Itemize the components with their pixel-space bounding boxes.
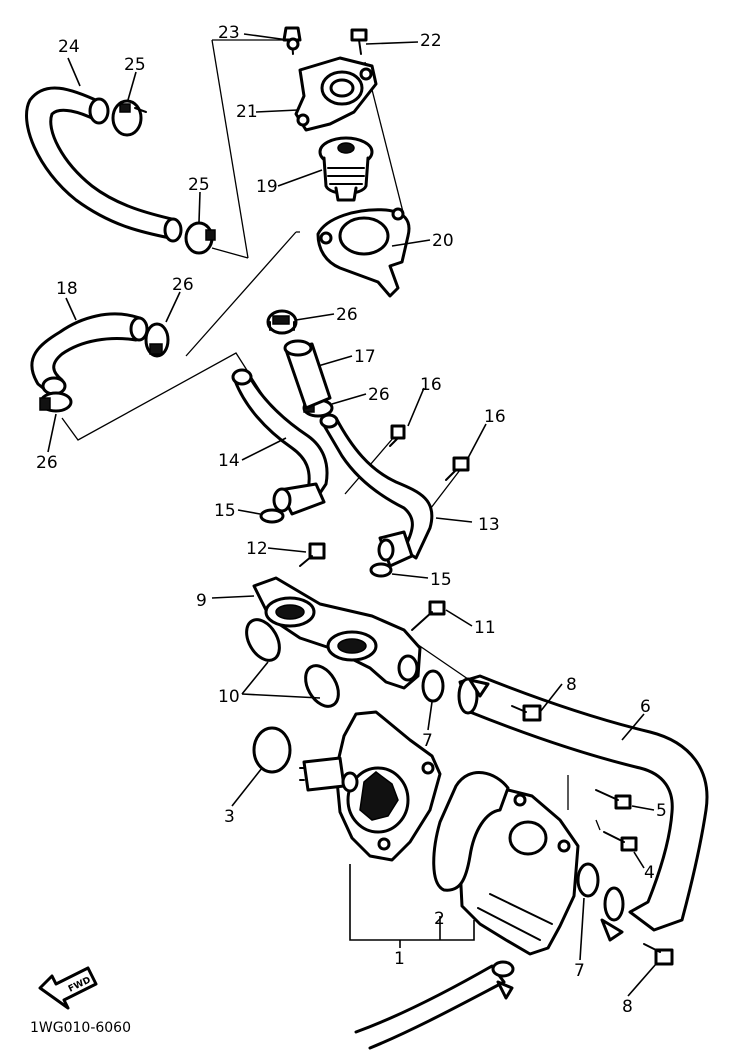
part-8-bolt-b [643, 943, 674, 966]
part-26-clamp-c [266, 309, 298, 335]
callout-20: 20 [432, 231, 454, 251]
callout-15b: 15 [430, 570, 452, 590]
callout-13: 13 [478, 515, 500, 535]
part-13-pipe [319, 413, 434, 568]
part-3-oring [252, 726, 292, 774]
callout-labels: 23 22 21 19 20 24 25 25 26 18 26 26 17 2… [36, 23, 667, 1017]
callout-22: 22 [420, 31, 442, 51]
diagram-code: 1WG010-6060 [30, 1020, 131, 1036]
callout-leader-lines [47, 33, 657, 997]
callout-7b: 7 [574, 961, 585, 981]
part-19-thermostat [318, 136, 374, 202]
callout-9: 9 [196, 591, 207, 611]
callout-26b: 26 [36, 453, 58, 473]
callout-26a: 26 [172, 275, 194, 295]
part-1-water-pump-housing [458, 788, 580, 956]
part-14-pipe [231, 368, 329, 516]
part-26-clamp-b [39, 391, 73, 413]
part-5-bolt [595, 789, 632, 810]
callout-24: 24 [58, 37, 80, 57]
callout-14: 14 [218, 451, 240, 471]
forward-arrow-icon: FWD [38, 966, 98, 1010]
callout-15a: 15 [214, 501, 236, 521]
callout-8a: 8 [566, 675, 577, 695]
part-10-oring-a [245, 618, 281, 662]
part-10-oring-b [304, 664, 340, 708]
callout-5: 5 [656, 801, 667, 821]
callout-1: 1 [394, 949, 405, 969]
callout-11: 11 [474, 618, 496, 638]
part-24-hose [25, 86, 183, 243]
callout-3: 3 [224, 807, 235, 827]
callout-25b: 25 [188, 175, 210, 195]
part-17-hose [283, 339, 332, 410]
part-16-bolt-b [445, 456, 470, 481]
part-15-oring-a [259, 508, 285, 524]
part-15-oring-b [369, 562, 393, 578]
callout-2: 2 [434, 909, 445, 929]
part-21-thermostat-cover [294, 56, 378, 132]
callout-26d: 26 [368, 385, 390, 405]
callout-17: 17 [354, 347, 376, 367]
part-25-hose-clamp-lower [184, 221, 216, 255]
part-1-water-pump-body [299, 710, 442, 862]
part-18-hose [30, 312, 149, 396]
part-16-bolt-a [389, 424, 406, 447]
callout-23: 23 [218, 23, 240, 43]
part-7-oring-b [576, 862, 600, 898]
lower-hose-partial [354, 960, 515, 1050]
part-12-bolt [299, 542, 326, 567]
callout-25a: 25 [124, 55, 146, 75]
callout-19: 19 [256, 177, 278, 197]
part-25-hose-clamp [111, 99, 147, 137]
part-26-clamp-a [144, 322, 170, 358]
part-8-bolt-a [511, 704, 542, 722]
callout-16b: 16 [484, 407, 506, 427]
part-22-bolt [350, 28, 368, 55]
callout-26c: 26 [336, 305, 358, 325]
callout-18: 18 [56, 279, 78, 299]
callout-7a: 7 [422, 731, 433, 751]
part-7-oring-a [421, 669, 445, 703]
part-9-water-pipe [252, 576, 422, 690]
callout-10: 10 [218, 687, 240, 707]
part-23-bolt [282, 26, 302, 55]
part-11-bolt [411, 600, 446, 631]
part-20-thermostat-housing [316, 207, 411, 298]
part-4-bolt [603, 831, 638, 852]
callout-21: 21 [236, 102, 258, 122]
callout-12: 12 [246, 539, 268, 559]
callout-8b: 8 [622, 997, 633, 1017]
part-2-gasket [432, 771, 510, 892]
callout-6: 6 [640, 697, 651, 717]
callout-16a: 16 [420, 375, 442, 395]
callout-4: 4 [644, 863, 655, 883]
